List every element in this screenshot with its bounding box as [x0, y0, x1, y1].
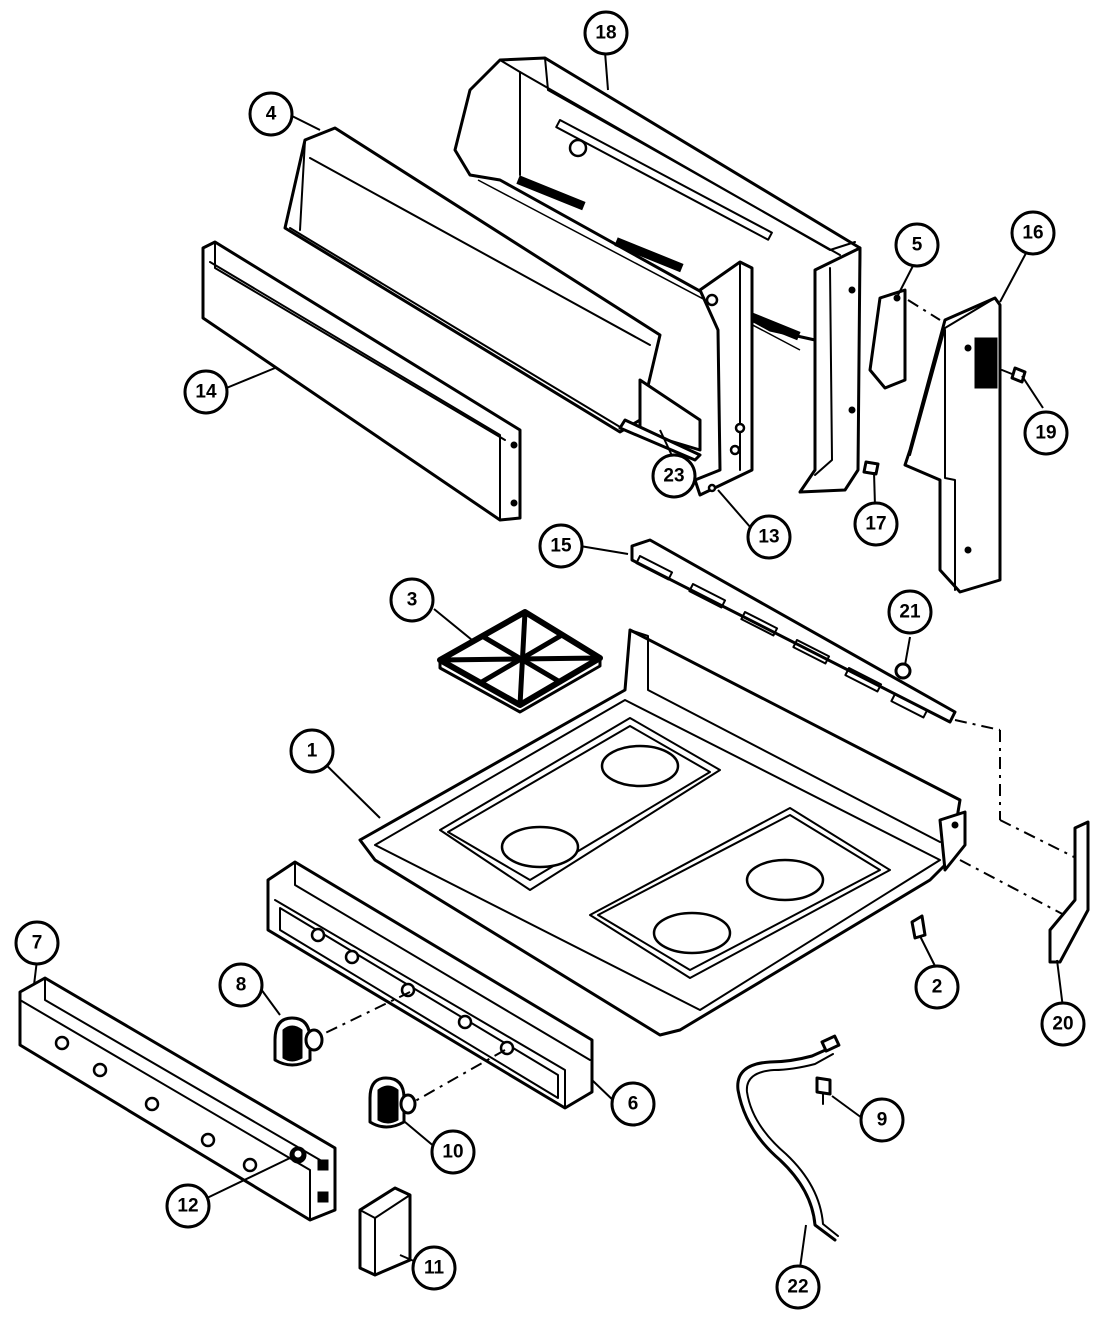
callout-19: 19: [1023, 410, 1069, 456]
callout-label: 15: [550, 536, 572, 557]
callout-20: 20: [1040, 1001, 1086, 1047]
callout-label: 5: [912, 235, 923, 256]
callout-17: 17: [853, 501, 899, 547]
part-11-block: [358, 1186, 412, 1277]
part-9-screw: [815, 1076, 832, 1105]
callout-label: 4: [266, 104, 277, 125]
callout-1: 1: [289, 728, 335, 774]
callout-11: 11: [411, 1245, 457, 1291]
callout-23: 23: [651, 453, 697, 499]
callout-8: 8: [218, 962, 264, 1008]
callout-label: 12: [177, 1196, 198, 1217]
callout-label: 23: [663, 466, 684, 487]
part-17-screw: [862, 460, 880, 476]
callout-label: 19: [1035, 423, 1056, 444]
callout-label: 18: [595, 23, 616, 44]
callout-label: 1: [307, 741, 318, 762]
part-19-screw: [1001, 366, 1027, 384]
callout-label: 20: [1052, 1014, 1073, 1035]
callout-label: 11: [424, 1258, 445, 1279]
part-23-strip: [618, 418, 702, 462]
part-6-manifold-panel: [266, 860, 594, 1110]
callout-label: 8: [236, 975, 247, 996]
part-3-burner-grate: [437, 609, 603, 714]
part-12-hardware: [291, 1147, 305, 1161]
callout-2: 2: [914, 964, 960, 1010]
callout-label: 14: [195, 382, 217, 403]
part-2-clip: [910, 914, 927, 940]
part-21-clip: [894, 662, 912, 680]
callout-label: 17: [865, 514, 886, 535]
callout-label: 21: [899, 602, 921, 623]
callout-7: 7: [14, 920, 60, 966]
callout-4: 4: [248, 91, 294, 137]
part-14-trim-strip: [201, 240, 522, 522]
part-4-control-panel: [283, 126, 702, 452]
callout-9: 9: [859, 1097, 905, 1143]
callout-label: 7: [32, 933, 43, 954]
callout-12: 12: [165, 1183, 211, 1229]
callout-3: 3: [389, 577, 435, 623]
part-13-side-bracket: [693, 260, 754, 497]
callout-label: 16: [1022, 223, 1043, 244]
callout-15: 15: [538, 523, 584, 569]
callout-16: 16: [1010, 210, 1056, 256]
part-18-backguard-frame: [453, 56, 862, 494]
callout-label: 3: [407, 590, 418, 611]
callout-label: 9: [877, 1110, 888, 1131]
callout-label: 10: [442, 1142, 463, 1163]
callout-18: 18: [583, 10, 629, 56]
callout-10: 10: [430, 1129, 476, 1175]
callout-label: 13: [758, 527, 779, 548]
callout-label: 22: [787, 1277, 808, 1298]
callout-5: 5: [894, 222, 940, 268]
part-22-wire: [736, 1034, 841, 1242]
callout-6: 6: [610, 1081, 656, 1127]
part-8-knob: [273, 1016, 324, 1067]
part-1-cooktop: [358, 628, 1081, 1037]
callout-21: 21: [887, 589, 933, 635]
callout-label: 6: [628, 1094, 639, 1115]
part-15-vent-trim: [630, 538, 957, 724]
callout-13: 13: [746, 514, 792, 560]
callout-label: 2: [932, 977, 943, 998]
part-20-side-trim: [1048, 820, 1090, 964]
callout-22: 22: [775, 1264, 821, 1310]
part-10-knob: [368, 1076, 417, 1129]
part-16-end-panel: [903, 296, 1002, 594]
part-7-control-panel-front: [18, 976, 337, 1222]
callout-14: 14: [183, 369, 229, 415]
